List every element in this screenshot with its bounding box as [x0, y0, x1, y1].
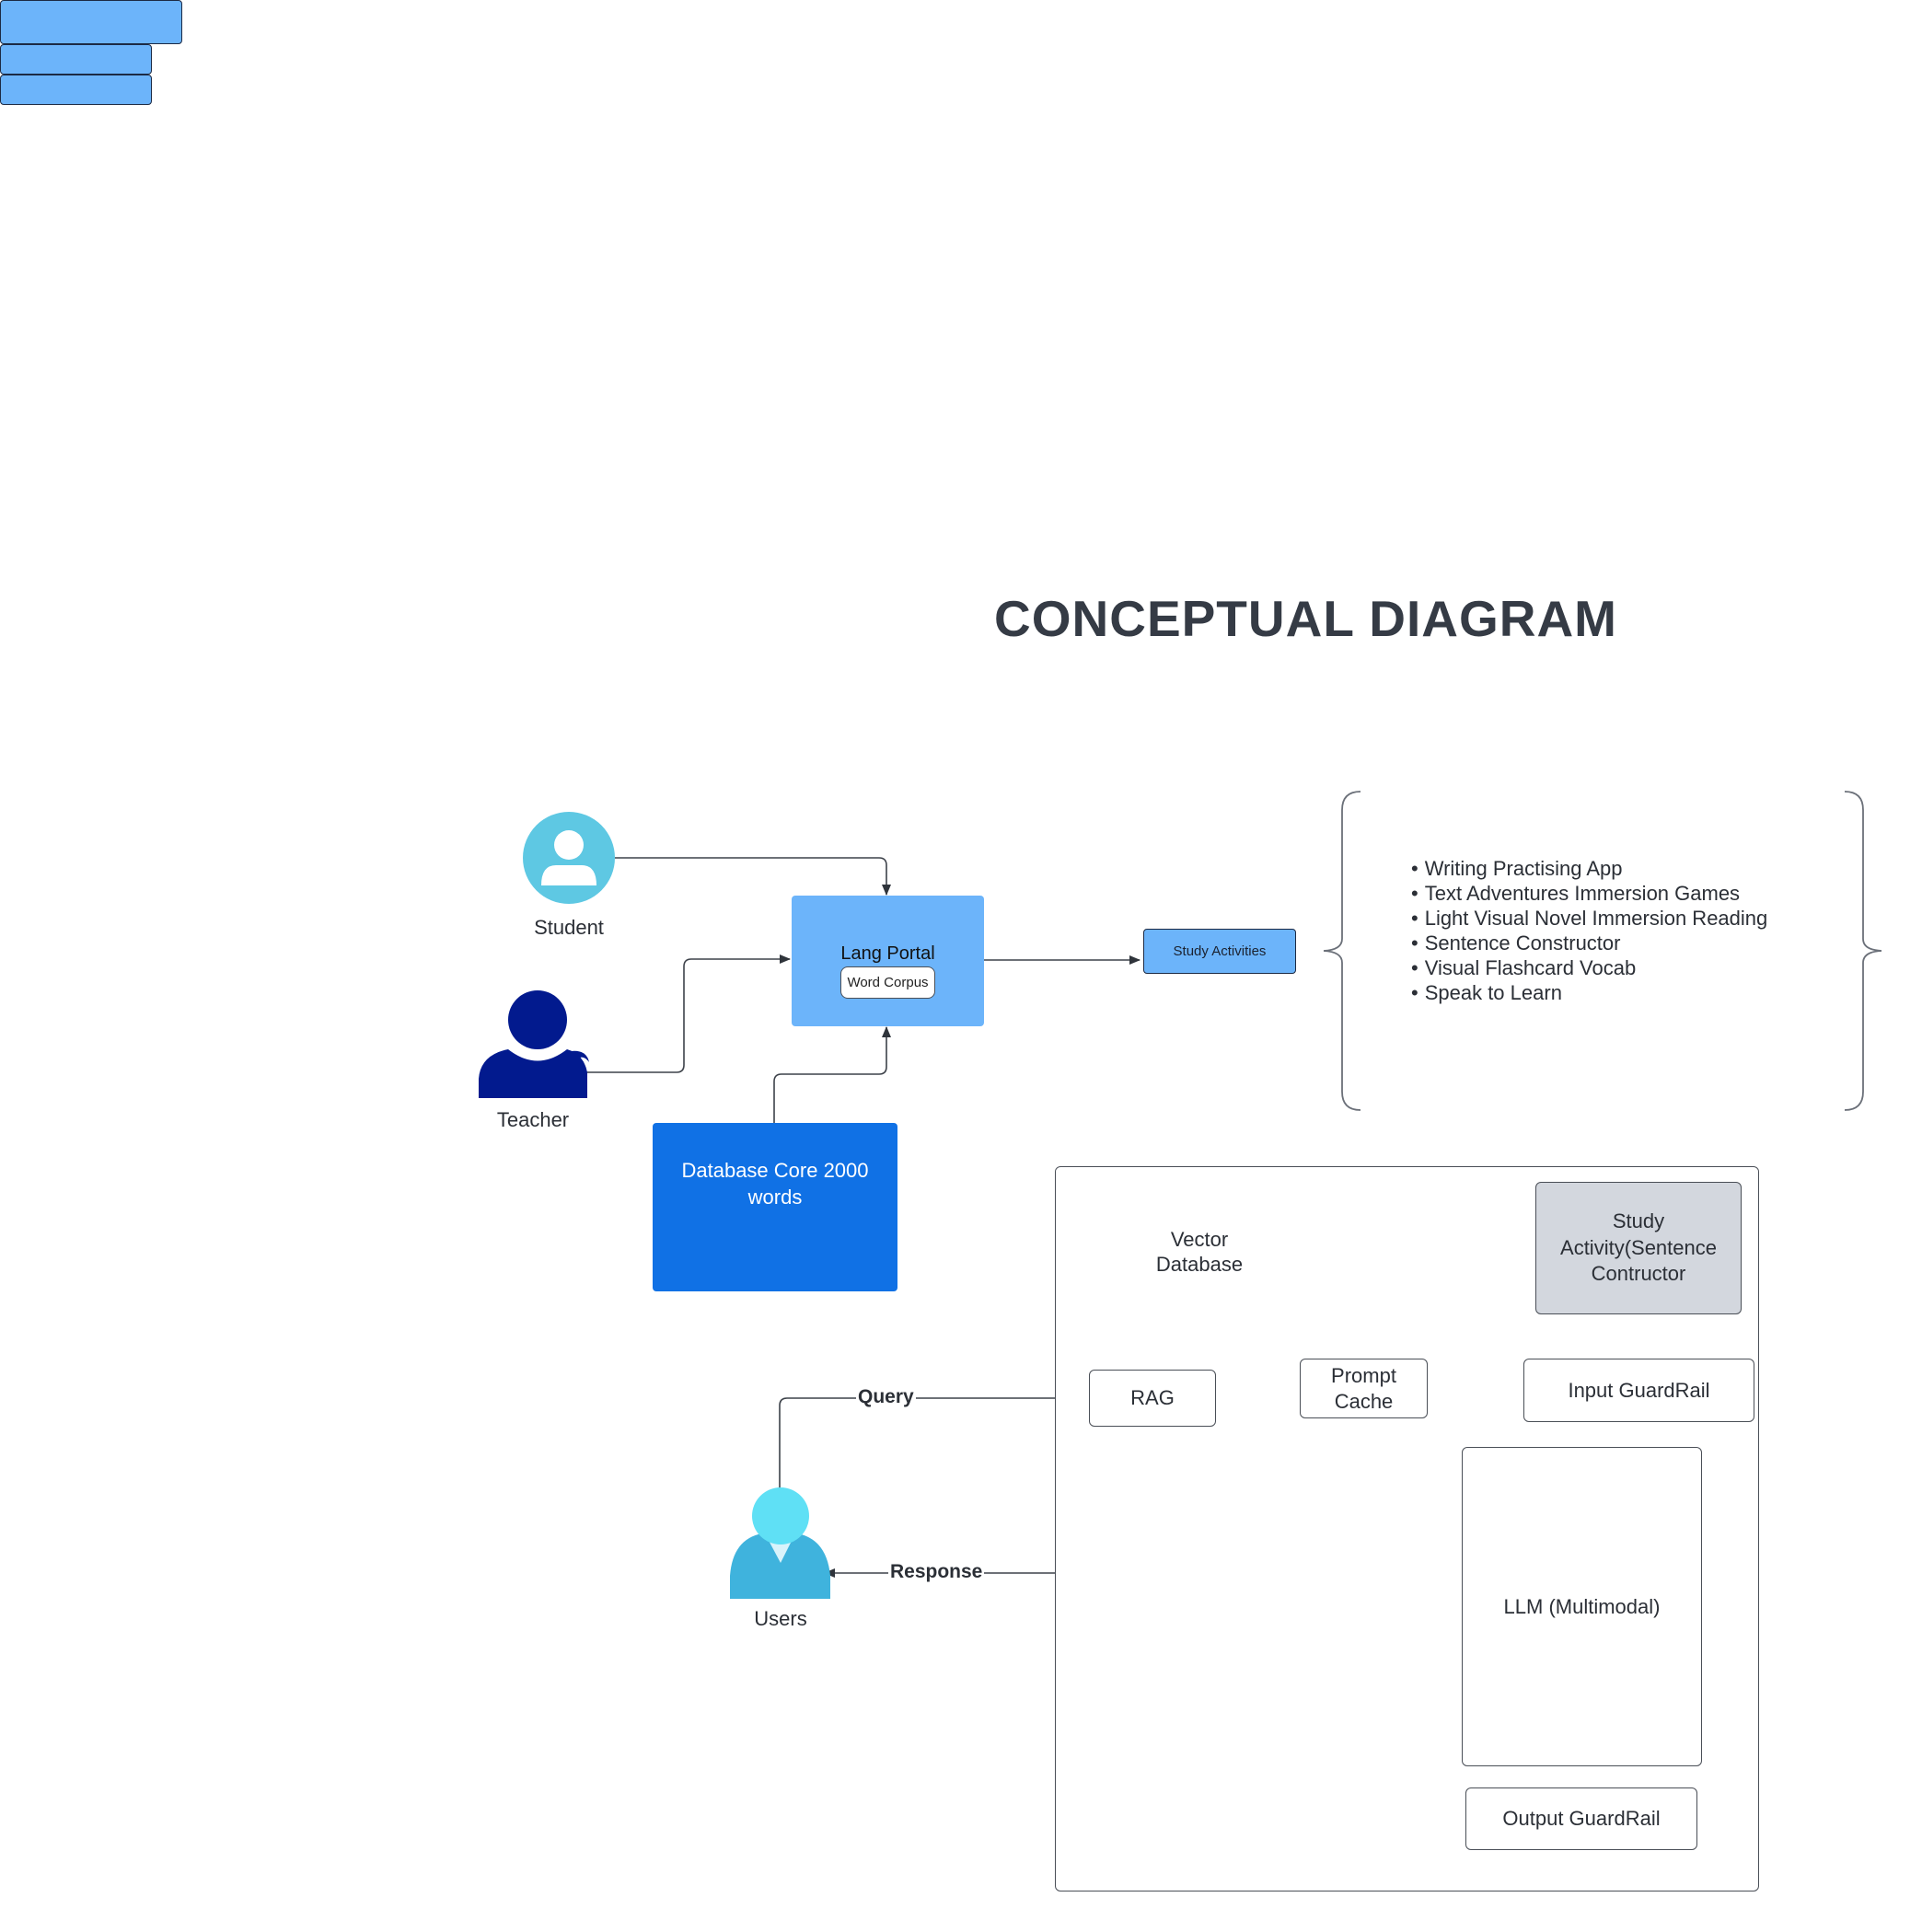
study-activities-card-back-2 [0, 44, 152, 75]
teacher-icon [479, 990, 589, 1098]
edge-student-langportal [615, 857, 891, 896]
study-activity-sentence-box: Study Activity(Sentence Contructor [1535, 1182, 1742, 1314]
study-activities-card: Study Activities [1143, 929, 1296, 974]
input-guardrail-box: Input GuardRail [1523, 1359, 1754, 1422]
output-guardrail-box: Output GuardRail [1465, 1787, 1697, 1850]
right-brace [1844, 791, 1882, 1111]
database-core-box: Database Core 2000 words [653, 1123, 897, 1291]
activity-item: Sentence Constructor [1411, 931, 1767, 955]
student-icon [523, 812, 615, 904]
study-activities-card-back-1 [0, 0, 182, 44]
users-icon [730, 1487, 830, 1599]
response-label: Response [888, 1561, 985, 1583]
edge-teacher-langportal [580, 954, 791, 1073]
edge-query [779, 1394, 1087, 1491]
activity-item: Speak to Learn [1411, 980, 1767, 1005]
prompt-cache-label: Prompt Cache [1331, 1364, 1396, 1413]
lang-portal-box: Lang Portal Word Corpus [792, 896, 984, 1026]
activity-item: Writing Practising App [1411, 856, 1767, 881]
users-label: Users [754, 1607, 807, 1630]
study-activity-sentence-label: Study Activity(Sentence Contructor [1560, 1209, 1717, 1286]
prompt-cache-box: Prompt Cache [1300, 1359, 1428, 1418]
edge-database-langportal [773, 1026, 891, 1125]
activity-item: Visual Flashcard Vocab [1411, 955, 1767, 980]
left-brace [1323, 791, 1361, 1111]
student-label: Student [534, 916, 604, 939]
diagram-title: CONCEPTUAL DIAGRAM [994, 590, 1617, 647]
rag-box: RAG [1089, 1370, 1216, 1427]
vector-database-label: Vector Database [1155, 1227, 1244, 1277]
teacher-label: Teacher [496, 1108, 570, 1131]
database-core-label: Database Core 2000 words [681, 1159, 869, 1209]
study-activities-card-back-3 [0, 75, 152, 105]
llm-box: LLM (Multimodal) [1462, 1447, 1702, 1766]
activity-list: Writing Practising App Text Adventures I… [1411, 856, 1768, 1005]
word-corpus-box: Word Corpus [840, 966, 935, 999]
query-label: Query [856, 1386, 916, 1408]
activity-item: Text Adventures Immersion Games [1411, 881, 1767, 906]
activity-item: Light Visual Novel Immersion Reading [1411, 906, 1768, 931]
lang-portal-label: Lang Portal [840, 943, 935, 964]
